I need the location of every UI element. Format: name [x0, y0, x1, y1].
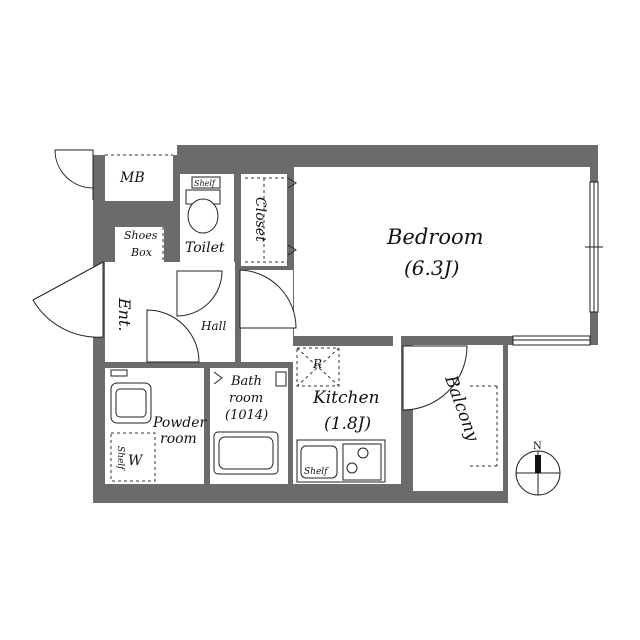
kitchen-shelf-label: Shelf: [304, 467, 329, 477]
hall-label: Hall: [200, 319, 226, 333]
stove: [342, 443, 382, 481]
powder-label: Powder: [152, 415, 208, 431]
kitchen-label: Kitchen: [312, 388, 379, 408]
bedroom-size: (6.3J): [404, 256, 459, 280]
powder-room-label: room: [160, 431, 197, 447]
mb-label: MB: [119, 170, 145, 186]
dashed-lines: [105, 154, 498, 482]
refrigerator-label: R: [312, 357, 322, 371]
bath-size-label: (1014): [225, 408, 268, 423]
entrance-label: Ent.: [115, 297, 134, 332]
bathtub: [213, 431, 279, 475]
toilet-label: Toilet: [185, 240, 225, 256]
fixtures: [110, 176, 386, 483]
compass-north-label: N: [533, 441, 542, 452]
bath-label: Bath: [230, 374, 262, 389]
bedroom-label: Bedroom: [386, 225, 484, 249]
washbasin: [110, 382, 152, 424]
box-label: Box: [130, 246, 153, 259]
washer-label: W: [128, 453, 144, 469]
doors: [32, 149, 468, 411]
closet-label: Closet: [252, 197, 268, 242]
windows: [512, 181, 603, 346]
toilet-bowl: [187, 198, 219, 234]
kitchen-sink: [300, 445, 338, 479]
compass-icon: N: [515, 441, 561, 496]
burner-icon: [346, 462, 358, 474]
powder-shelf-label: Shelf: [115, 446, 125, 471]
burner-icon: [357, 447, 369, 459]
toilet-shelf: [191, 176, 221, 189]
kitchen-size: (1.8J): [324, 414, 371, 434]
toilet-shelf-label: Shelf: [194, 179, 217, 188]
shoes-label: Shoes: [124, 229, 158, 242]
bath-room-label: room: [229, 391, 263, 406]
